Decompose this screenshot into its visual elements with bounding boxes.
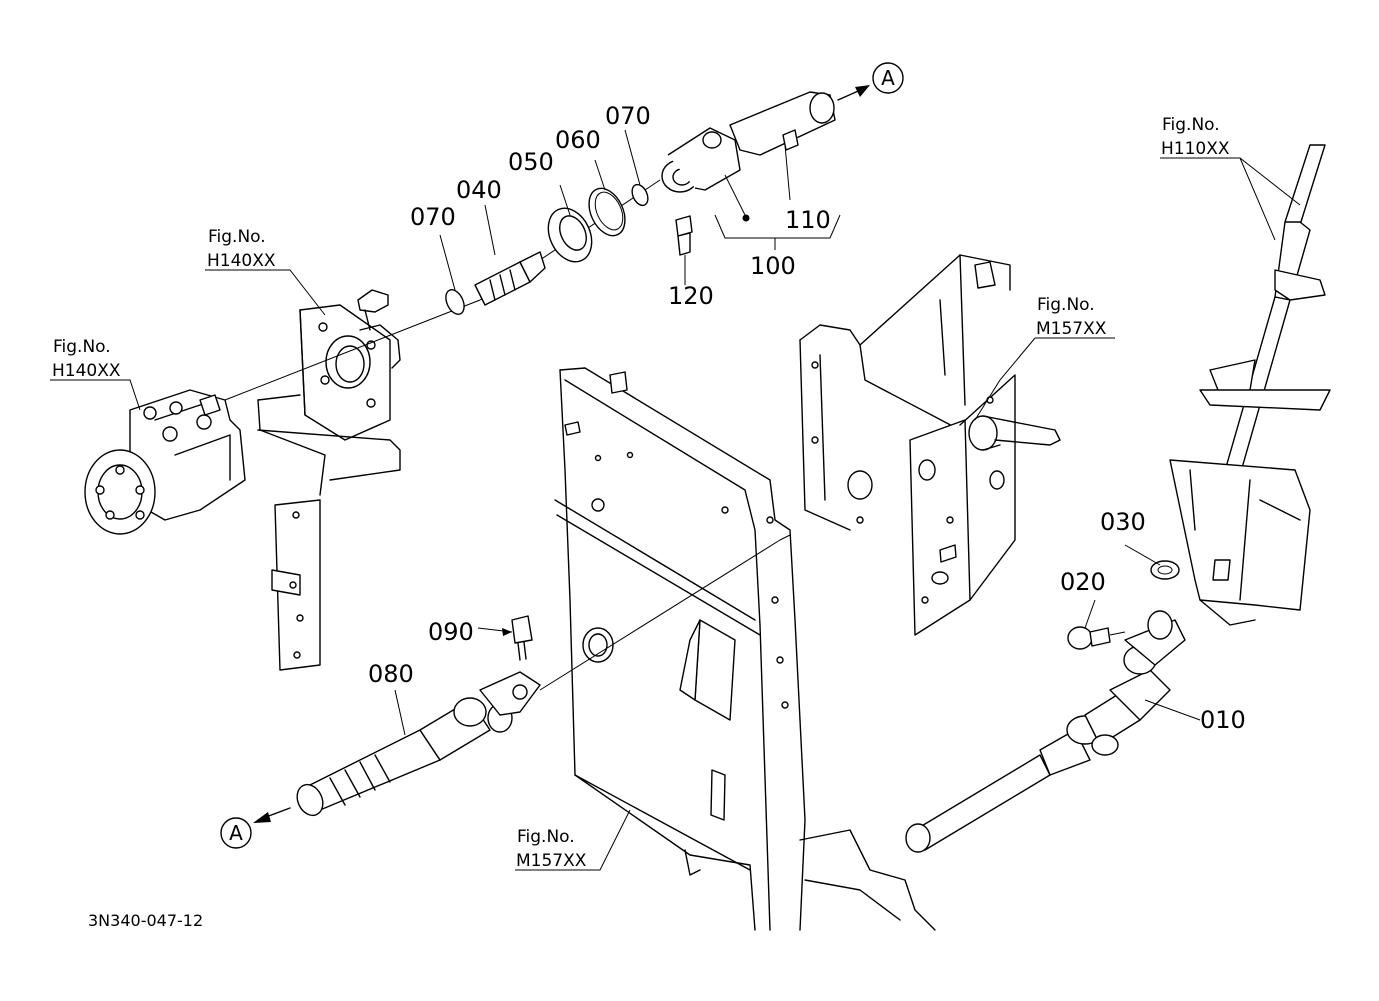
part-label-030: 030	[1100, 508, 1146, 536]
connector-a-top: A	[872, 62, 904, 94]
part-label-070-right: 070	[605, 102, 651, 130]
part-label-090: 090	[428, 618, 474, 646]
part-label-120: 120	[668, 282, 714, 310]
right-bracket	[799, 254, 1061, 636]
fig-ref-h140-left: H140XX	[52, 361, 121, 381]
left-mount-bracket	[257, 289, 401, 671]
lower-shaft-080	[253, 534, 791, 823]
part-label-010: 010	[1200, 706, 1246, 734]
leader-lines	[50, 129, 1301, 871]
fig-label-m157-bottom: Fig.No.	[517, 827, 575, 847]
connector-a-bottom-label: A	[229, 821, 243, 845]
part-label-070-left: 070	[410, 203, 456, 231]
fig-label-m157-right: Fig.No.	[1037, 295, 1095, 315]
fig-ref-m157-bottom: M157XX	[516, 851, 587, 871]
fig-label-h140-top: Fig.No.	[208, 227, 266, 247]
fig-label-h140-left: Fig.No.	[53, 337, 111, 357]
hydraulic-motor	[84, 389, 246, 535]
steering-shaft-010	[905, 560, 1186, 853]
connector-a-top-label: A	[881, 66, 895, 90]
part-labels: 010 020 030 040 050 060 070 070 080 090 …	[368, 102, 1246, 734]
part-label-080: 080	[368, 660, 414, 688]
part-label-100: 100	[750, 252, 796, 280]
fig-ref-h110: H110XX	[1161, 139, 1230, 159]
connector-a-bottom: A	[220, 817, 252, 849]
upper-shaft-assembly	[224, 85, 870, 401]
steering-column	[1169, 144, 1331, 626]
drawing-code: 3N340-047-12	[88, 911, 203, 930]
center-panel	[554, 367, 936, 931]
part-label-050: 050	[508, 148, 554, 176]
fig-ref-h140-top: H140XX	[207, 251, 276, 271]
figure-references: Fig.No. H140XX Fig.No. H140XX Fig.No. H1…	[52, 115, 1230, 871]
part-label-060: 060	[555, 126, 601, 154]
part-label-020: 020	[1060, 568, 1106, 596]
part-label-040: 040	[456, 176, 502, 204]
fig-ref-m157-right: M157XX	[1036, 319, 1107, 339]
part-label-110: 110	[785, 206, 831, 234]
fig-label-h110: Fig.No.	[1162, 115, 1220, 135]
